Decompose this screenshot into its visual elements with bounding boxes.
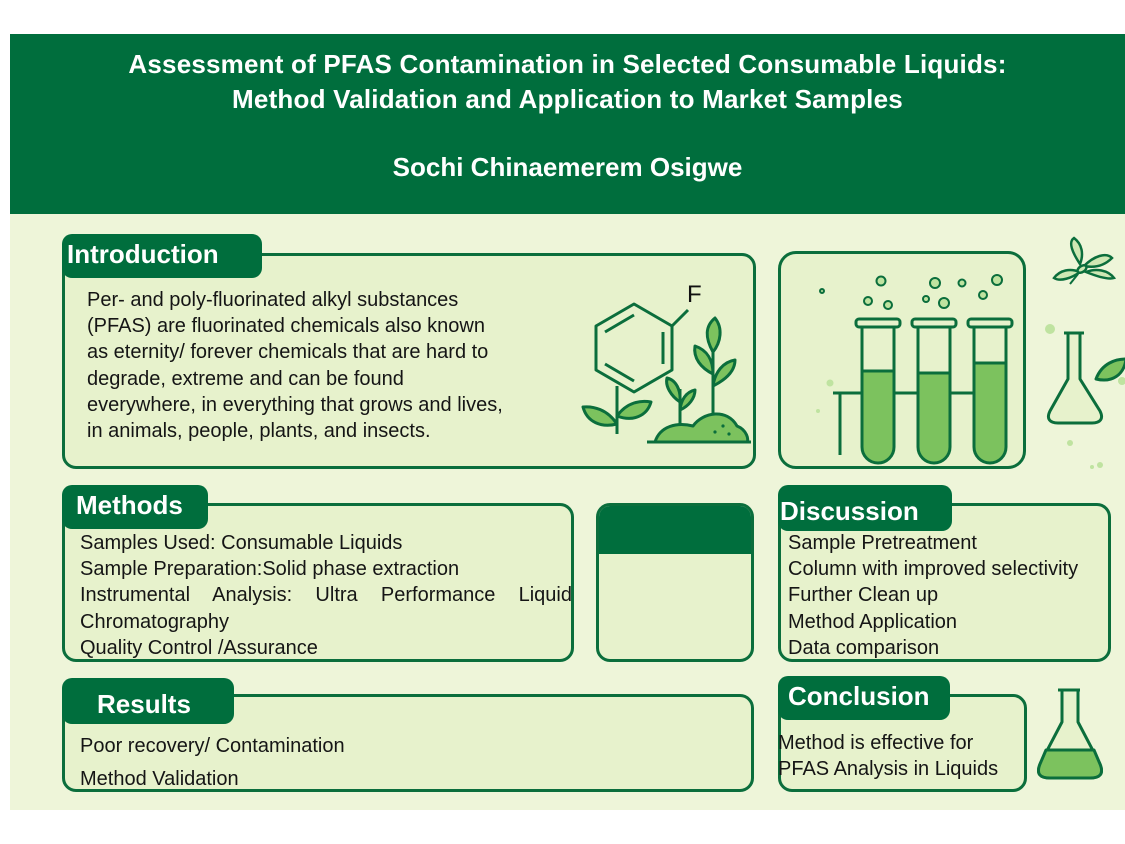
- introduction-line: everywhere, in everything that grows and…: [87, 393, 503, 416]
- methods-item: Quality Control /Assurance: [80, 636, 318, 659]
- discussion-item: Data comparison: [788, 636, 940, 659]
- test-tube-3: [966, 317, 1014, 465]
- discussion-item: Sample Pretreatment: [788, 532, 977, 554]
- soil-mound: [653, 412, 750, 444]
- conical-flask-icon: [1036, 688, 1104, 780]
- test-tube-1: [854, 317, 902, 465]
- empty-panel-header: [599, 506, 751, 554]
- conclusion-text: Method is effective for PFAS Analysis in…: [778, 730, 998, 782]
- methods-panel: [62, 503, 574, 662]
- conclusion-heading: Conclusion: [778, 676, 950, 720]
- results-item: Poor recovery/ Contamination: [80, 735, 345, 757]
- test-tube-2: [910, 317, 958, 465]
- benzene-ring: [594, 302, 674, 394]
- methods-list: Samples Used: Consumable Liquids Sample …: [80, 530, 572, 661]
- discussion-item: Column with improved selectivity: [788, 558, 1079, 581]
- author-name: Sochi Chinaemerem Osigwe: [392, 152, 743, 182]
- title-line-1: Assessment of PFAS Contamination in Sele…: [128, 49, 1007, 79]
- bubbles: [819, 274, 1003, 310]
- empty-panel: [596, 503, 754, 662]
- methods-item: Chromatography: [80, 610, 229, 633]
- methods-item: Samples Used: Consumable Liquids: [80, 532, 403, 554]
- introduction-line: degrade, extreme and can be found: [87, 367, 404, 390]
- introduction-panel: [62, 253, 756, 469]
- methods-item: Instrumental Analysis: Ultra Performance…: [80, 584, 572, 607]
- introduction-line: Per- and poly-fluorinated alkyl substanc…: [87, 289, 459, 311]
- conclusion-line: Method is effective for: [778, 732, 974, 754]
- flask-leaf-icon: [1045, 324, 1125, 469]
- discussion-item: Method Application: [788, 610, 958, 633]
- introduction-line: as eternity/ forever chemicals that are …: [87, 341, 489, 364]
- title-banner: Assessment of PFAS Contamination in Sele…: [10, 34, 1125, 214]
- introduction-heading: Introduction: [62, 234, 262, 278]
- poster-title: Assessment of PFAS Contamination in Sele…: [10, 47, 1125, 117]
- fluorobenzene-plant-illustration: F: [581, 281, 751, 444]
- fluorine-bond: [670, 308, 690, 328]
- results-heading: Results: [62, 678, 234, 724]
- methods-item: Sample Preparation:Solid phase extractio…: [80, 558, 460, 581]
- insect-icon: [1052, 236, 1117, 285]
- discussion-heading: Discussion: [778, 485, 952, 531]
- discussion-list: Sample Pretreatment Column with improved…: [788, 530, 1078, 661]
- results-item: Method Validation: [80, 768, 239, 790]
- test-tubes-illustration: [816, 274, 1014, 465]
- introduction-line: in animals, people, plants, and insects.: [87, 420, 431, 443]
- discussion-item: Further Clean up: [788, 584, 939, 607]
- methods-heading: Methods: [62, 485, 208, 529]
- introduction-line: (PFAS) are fluorinated chemicals also kn…: [87, 315, 485, 338]
- conclusion-line: PFAS Analysis in Liquids: [778, 758, 999, 781]
- poster: Assessment of PFAS Contamination in Sele…: [10, 34, 1125, 810]
- title-line-2: Method Validation and Application to Mar…: [232, 84, 903, 114]
- results-list: Poor recovery/ Contamination Method Vali…: [80, 730, 345, 796]
- introduction-text: Per- and poly-fluorinated alkyl substanc…: [87, 287, 503, 444]
- fluorine-label: F: [687, 281, 702, 308]
